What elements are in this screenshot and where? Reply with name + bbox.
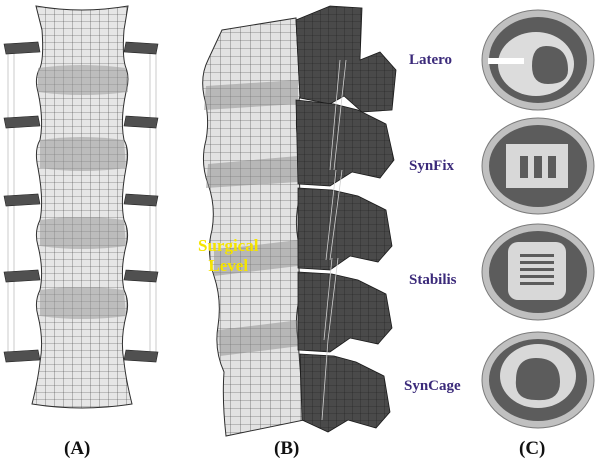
panel-label-b: (B) (274, 438, 300, 459)
surgical-level-annotation: Surgical Level (198, 236, 258, 276)
implant-label-stabilis: Stabilis (409, 272, 457, 288)
intervertebral-discs-a (38, 65, 128, 319)
ligament-lines-b (321, 59, 347, 421)
ligament-lines (7, 52, 157, 356)
posterior-elements-b (295, 5, 397, 433)
implant-label-syncage: SynCage (404, 378, 461, 394)
panel-label-c: (C) (519, 438, 546, 459)
implant-stabilis (481, 223, 595, 321)
intervertebral-discs-b (204, 80, 300, 356)
implant-syncage (481, 331, 595, 429)
surgical-level-line1: Surgical (198, 236, 259, 255)
panel-label-a: (A) (64, 438, 91, 459)
panel-b-spine (202, 5, 397, 437)
surgical-level-line2: Level (208, 256, 249, 275)
implant-latero (481, 9, 595, 111)
panel-a-spine (3, 5, 159, 409)
implant-label-latero: Latero (409, 52, 453, 68)
process-plates-a (3, 41, 159, 363)
implant-synfix (481, 117, 595, 215)
implant-label-synfix: SynFix (409, 158, 455, 174)
